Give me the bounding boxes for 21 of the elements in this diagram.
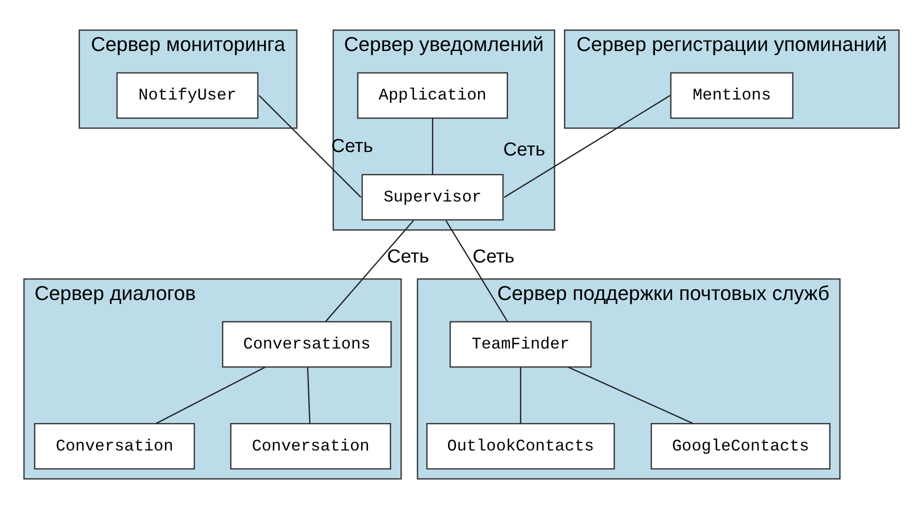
node-box: Mentions [670,72,794,118]
node-box: Conversation [34,422,195,469]
node-box: Conversation [230,422,392,469]
connector [156,366,266,424]
connector [258,94,362,198]
edge-label: Сеть [503,138,546,160]
node-box: Conversations [222,320,392,368]
node-box: Application [357,72,508,118]
connector [445,220,508,322]
node-box: Supervisor [362,174,504,220]
connector [520,366,522,423]
connector [307,366,310,423]
connector [432,118,434,174]
connector [504,94,671,198]
node-box: TeamFinder [450,320,592,368]
node-box: OutlookContacts [426,422,615,469]
node-box: GoogleContacts [650,422,830,469]
edge-label: Сеть [387,245,430,266]
node-box: NotifyUser [116,72,258,118]
connector [568,366,694,424]
edge-label: Сеть [472,245,515,266]
